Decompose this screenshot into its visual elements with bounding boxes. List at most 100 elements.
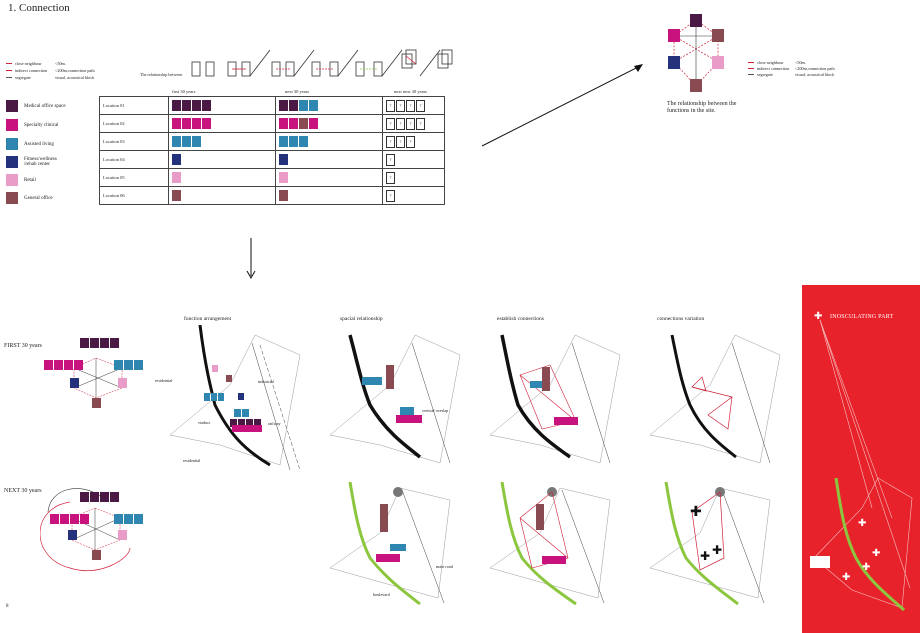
legend-indirect-label: indirect connection — [15, 68, 48, 73]
label-vertical-overlap: vertical overlap — [422, 408, 449, 413]
function-block — [279, 118, 288, 129]
next-next-30-cell: ??? — [382, 132, 445, 151]
page-title: 1. Connection — [8, 2, 70, 14]
function-network-diagram — [668, 14, 724, 92]
table-row: Location 06? — [99, 186, 445, 205]
diagonal-arrow — [481, 64, 643, 147]
svg-text:✚: ✚ — [712, 543, 722, 557]
next-next-30-cell: ? — [382, 186, 445, 205]
label-residential-top: residential — [155, 378, 173, 383]
table-row: Location 05? — [99, 168, 445, 187]
col-next-30: next 30 years — [285, 89, 309, 94]
next-next-30-cell: ? — [382, 168, 445, 187]
legend-segregate-desc: visual, acoustical block — [55, 75, 95, 80]
location-label: Location 02 — [99, 114, 169, 133]
next-30-cell — [275, 168, 383, 187]
function-block — [289, 118, 298, 129]
function-block — [182, 118, 191, 129]
unknown-function-box: ? — [396, 135, 405, 148]
function-block — [172, 136, 181, 147]
unknown-function-box: ? — [406, 135, 415, 148]
next-next-30-cell: ? — [382, 150, 445, 169]
next-30-cell — [275, 96, 383, 115]
function-block — [279, 172, 288, 183]
table-row: Location 01???? — [99, 96, 445, 115]
function-block — [182, 100, 191, 111]
table-row: Location 02???? — [99, 114, 445, 133]
next-next-30-cell: ???? — [382, 114, 445, 133]
function-block — [192, 100, 201, 111]
first-30-cell — [168, 114, 276, 133]
function-legend-assisted: Assisted living — [6, 138, 54, 150]
label-viaduct: viaduct — [198, 420, 211, 425]
function-legend-general: General office — [6, 192, 53, 204]
next-30-cell — [275, 114, 383, 133]
function-block — [172, 118, 181, 129]
next-30-cell — [275, 150, 383, 169]
function-block — [182, 136, 191, 147]
svg-text:✚: ✚ — [842, 572, 850, 583]
label-main-road: main road — [436, 564, 453, 569]
legend-close-desc: <50m. — [55, 61, 66, 66]
next-next-30-cell: ???? — [382, 96, 445, 115]
function-block — [279, 100, 288, 111]
function-block — [279, 136, 288, 147]
location-label: Location 04 — [99, 150, 169, 169]
function-block — [172, 154, 181, 165]
function-block — [192, 136, 201, 147]
next-network-diagram — [40, 488, 143, 572]
svg-text:✚: ✚ — [862, 562, 870, 573]
first-30-cell — [168, 150, 276, 169]
legend-close-label: close neighbour — [15, 61, 42, 66]
function-block — [309, 100, 318, 111]
svg-text:✚: ✚ — [690, 504, 702, 520]
unknown-function-box: ? — [386, 189, 395, 202]
col-first-30: first 30 years — [172, 89, 196, 94]
relationship-label: The relationship between — [140, 72, 183, 77]
unknown-function-box: ? — [406, 99, 415, 112]
function-block — [279, 190, 288, 201]
function-block — [202, 100, 211, 111]
unknown-function-box: ? — [396, 99, 405, 112]
function-block — [202, 118, 211, 129]
unknown-function-box: ? — [386, 171, 395, 184]
location-label: Location 06 — [99, 186, 169, 205]
function-block — [279, 154, 288, 165]
function-block — [289, 100, 298, 111]
location-label: Location 03 — [99, 132, 169, 151]
location-label: Location 01 — [99, 96, 169, 115]
location-table: Location 01????Location 02????Location 0… — [99, 96, 445, 205]
function-block — [172, 172, 181, 183]
label-industrial: industrial — [258, 379, 274, 384]
legend-indirect-desc: <200m,connection path — [55, 68, 95, 73]
next-30-cell — [275, 186, 383, 205]
svg-text:✚: ✚ — [858, 518, 866, 529]
unknown-function-box: ? — [416, 99, 425, 112]
network-caption: The relationship between the functions i… — [667, 101, 737, 114]
map-first-connections — [489, 334, 621, 464]
cross-icon: ✚ — [814, 311, 823, 322]
function-legend-fitness: Fitness/wellness /rehab center — [6, 156, 68, 168]
label-residential-bottom: residential — [183, 458, 201, 463]
function-block — [192, 118, 201, 129]
next-30-cell — [275, 132, 383, 151]
page-number: 8 — [6, 604, 9, 609]
col-next-next-30: next next 30 years — [394, 89, 427, 94]
function-block — [172, 190, 181, 201]
row-first-30: FIRST 30 years — [4, 343, 42, 349]
row-next-30: NEXT 30 years — [4, 488, 42, 494]
map-next-connections — [489, 481, 611, 606]
legend-segregate-label: segregate — [15, 75, 31, 80]
unknown-function-box: ? — [386, 153, 395, 166]
map-next-spacial — [329, 481, 451, 606]
first-30-cell — [168, 168, 276, 187]
location-label: Location 05 — [99, 168, 169, 187]
unknown-function-box: ? — [386, 99, 395, 112]
svg-text:✚: ✚ — [872, 548, 880, 559]
label-boulevard: boulevard — [373, 592, 390, 597]
map-first-spacial — [329, 334, 461, 464]
first-30-cell — [168, 132, 276, 151]
unknown-function-box: ? — [396, 117, 405, 130]
unknown-function-box: ? — [416, 117, 425, 130]
section-establish-connections: establish connections — [497, 316, 544, 322]
